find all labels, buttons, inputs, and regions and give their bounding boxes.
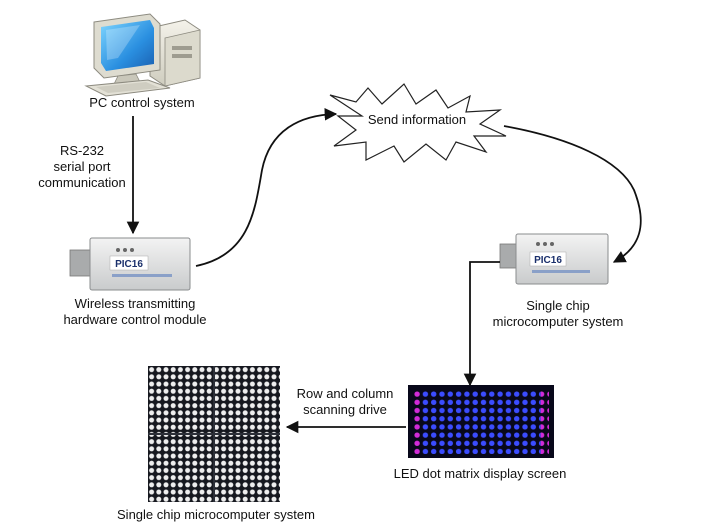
wireless-line-1: Wireless transmitting bbox=[74, 296, 196, 311]
rs232-line-1: RS-232 bbox=[59, 143, 105, 158]
arrow-single-chip-to-led bbox=[463, 261, 500, 387]
pc-control-system-label: PC control system bbox=[89, 95, 195, 110]
single-chip-right-line-2: microcomputer system bbox=[492, 314, 624, 329]
wireless-module-brand: PIC16 bbox=[115, 259, 143, 270]
row-column-line-1: Row and column bbox=[296, 386, 394, 401]
row-column-line-2: scanning drive bbox=[303, 402, 387, 417]
led-dot-matrix-screen bbox=[408, 385, 554, 458]
pc-computer-icon bbox=[84, 13, 201, 97]
single-chip-right-label: Single chip microcomputer system bbox=[478, 298, 638, 330]
rs232-line-2: serial port bbox=[53, 159, 111, 174]
arrow-send-to-single-chip bbox=[503, 125, 642, 263]
single-chip-module-device: PIC16 bbox=[499, 233, 609, 285]
led-screen-label: LED dot matrix display screen bbox=[393, 466, 567, 481]
row-column-scanning-label: Row and column scanning drive bbox=[280, 386, 410, 418]
rs232-label: RS-232 serial port communication bbox=[20, 143, 144, 191]
wireless-module-label: Wireless transmitting hardware control m… bbox=[50, 296, 220, 328]
wireless-line-2: hardware control module bbox=[63, 312, 207, 327]
rs232-line-3: communication bbox=[38, 175, 126, 190]
send-information-burst bbox=[329, 83, 507, 163]
dot-matrix-panel bbox=[148, 366, 280, 502]
single-chip-bottom-label: Single chip microcomputer system bbox=[117, 507, 315, 522]
send-information-label: Send information bbox=[367, 112, 467, 127]
arrow-wireless-to-send bbox=[195, 108, 338, 267]
single-chip-right-line-1: Single chip bbox=[526, 298, 590, 313]
wireless-module-device: PIC16 bbox=[69, 237, 191, 291]
single-chip-module-brand: PIC16 bbox=[534, 255, 562, 266]
